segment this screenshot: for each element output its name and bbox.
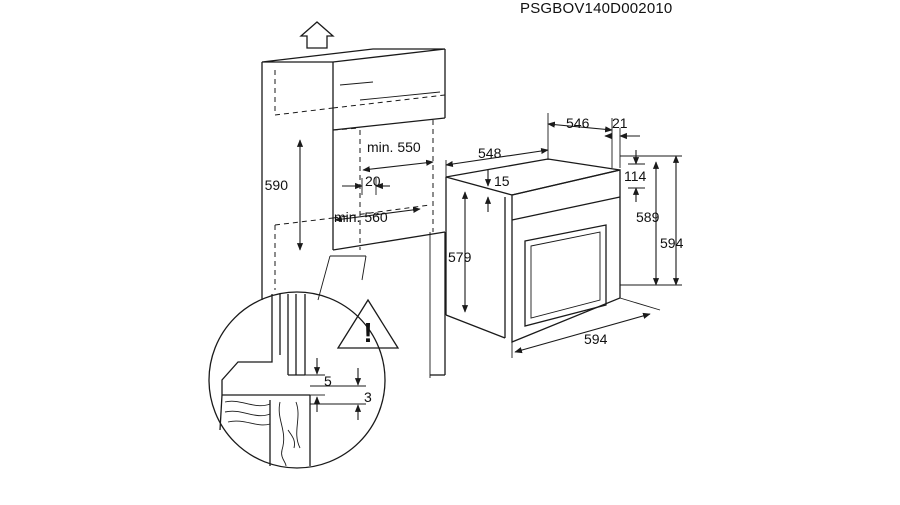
dim-height-inner: 589 bbox=[636, 209, 660, 225]
dim-clearance-3: 3 bbox=[364, 389, 372, 405]
cabinet-drawing bbox=[261, 21, 446, 378]
warning-mark: ! bbox=[363, 317, 372, 348]
dim-depth-body: 546 bbox=[566, 115, 590, 131]
detail-view bbox=[208, 255, 400, 469]
dim-body-height: 579 bbox=[448, 249, 472, 265]
dim-clearance-5: 5 bbox=[324, 373, 332, 389]
dim-niche-height: 590 bbox=[265, 177, 289, 193]
up-arrow-icon bbox=[299, 21, 335, 49]
product-code: PSGBOV140D002010 bbox=[520, 0, 673, 17]
dim-gap: 20 bbox=[365, 173, 381, 189]
dim-depth-total: 548 bbox=[478, 145, 502, 161]
dim-front-thickness: 21 bbox=[612, 115, 628, 131]
oven-drawing bbox=[445, 113, 682, 358]
dim-height-total: 594 bbox=[660, 235, 684, 251]
warning-icon bbox=[336, 298, 400, 349]
dim-panel-height: 114 bbox=[624, 168, 647, 184]
dim-width: 594 bbox=[584, 331, 608, 347]
dim-niche-depth: min. 560 bbox=[334, 209, 388, 225]
dim-niche-width: min. 550 bbox=[367, 139, 421, 155]
dim-top-offset: 15 bbox=[494, 173, 510, 189]
